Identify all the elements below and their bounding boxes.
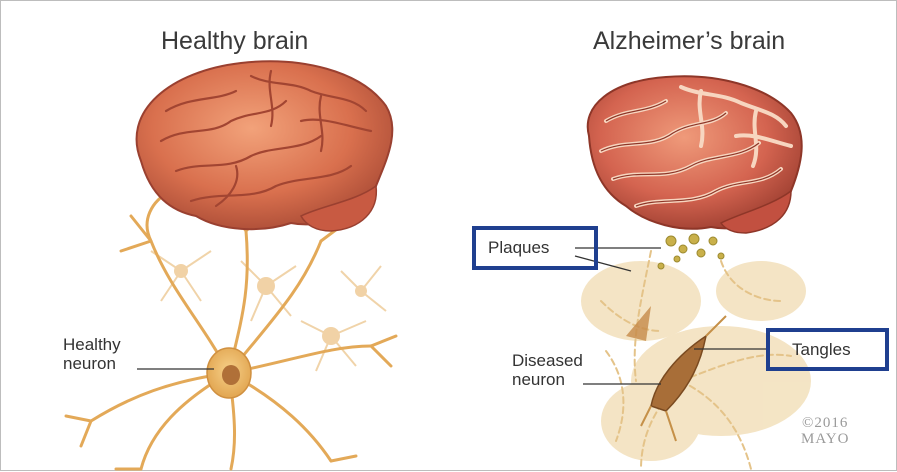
healthy-neuron-label: Healthy neuron [63,335,121,373]
tangles-label: Tangles [792,340,851,359]
healthy-brain-title: Healthy brain [161,27,308,56]
healthy-neuron-label-line-2: neuron [63,354,121,373]
plaques-label: Plaques [488,238,549,257]
healthy-neuron-label-line-1: Healthy [63,335,121,354]
diseased-neuron-label-line-1: Diseased [512,351,583,370]
healthy-brain-image [66,61,396,469]
copyright-owner: MAYO [801,431,849,447]
alzheimers-brain-image [581,76,811,469]
diseased-neuron-label-line-2: neuron [512,370,583,389]
alzheimers-brain-title: Alzheimer’s brain [593,27,785,56]
copyright-mark: ©2016 MAYO [801,415,849,447]
diseased-neuron-label: Diseased neuron [512,351,583,389]
copyright-year: ©2016 [801,415,849,431]
